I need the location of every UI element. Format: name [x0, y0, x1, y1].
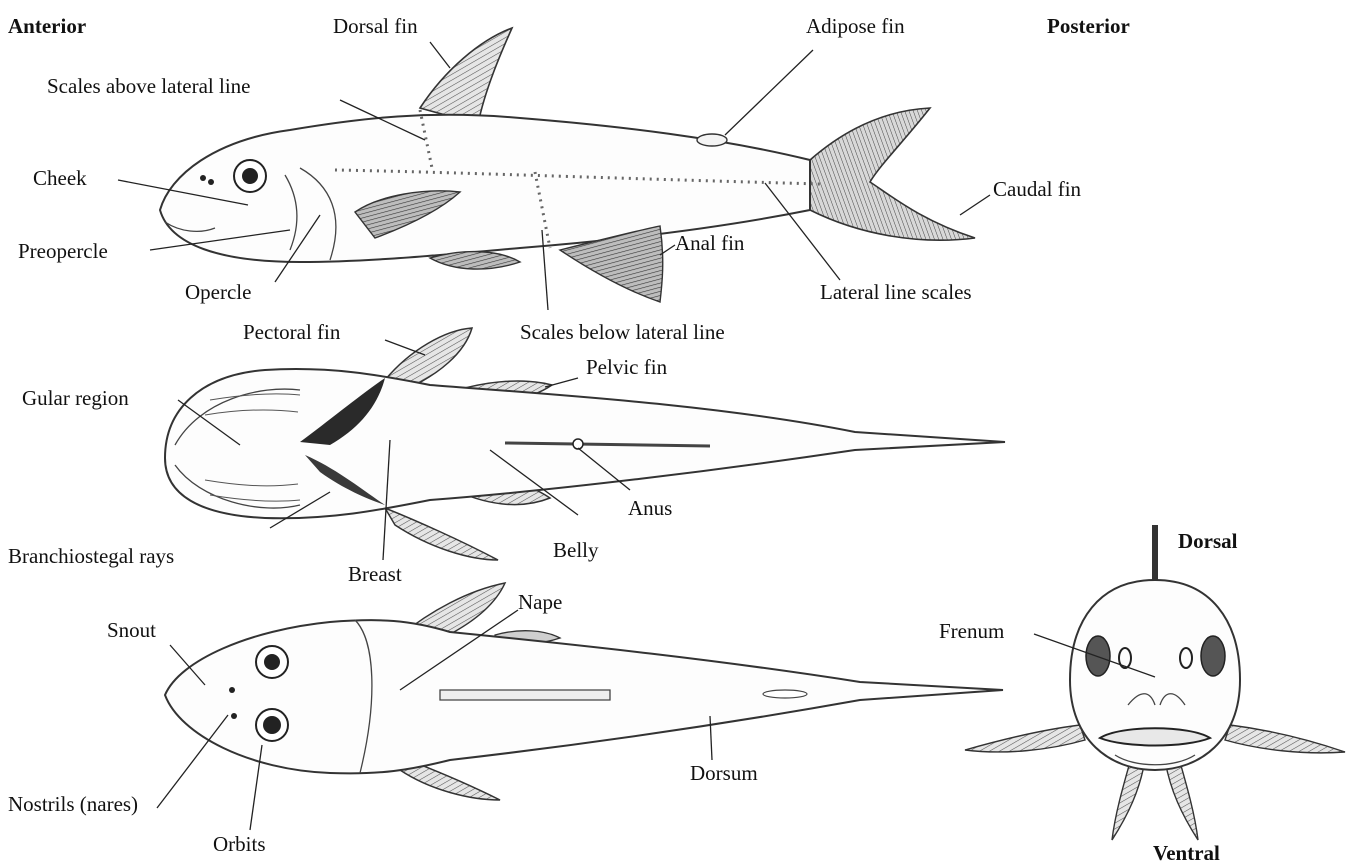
label-pelvic-fin: Pelvic fin: [586, 355, 668, 379]
label-dorsum: Dorsum: [690, 761, 758, 785]
ventral-fish-drawing: [165, 328, 1005, 560]
pelvic-fin-shape: [430, 252, 520, 269]
eye-inner: [242, 168, 258, 184]
label-breast: Breast: [348, 562, 402, 586]
label-pectoral-fin: Pectoral fin: [243, 320, 341, 344]
label-anal-fin: Anal fin: [675, 231, 745, 255]
label-branchiostegal-rays: Branchiostegal rays: [8, 544, 174, 568]
label-scales-above-lateral-line: Scales above lateral line: [47, 74, 251, 98]
frontal-left-fin: [965, 725, 1085, 752]
dorsal-fin-shape: [420, 28, 512, 124]
frontal-right-fin: [1225, 725, 1345, 753]
frontal-fish-drawing: [965, 525, 1345, 840]
label-ventral: Ventral: [1153, 841, 1220, 865]
label-frenum: Frenum: [939, 619, 1004, 643]
label-nostrils: Nostrils (nares): [8, 792, 138, 816]
caudal-fin-shape: [810, 108, 975, 240]
label-opercle: Opercle: [185, 280, 251, 304]
adipose-fin-shape: [697, 134, 727, 146]
label-lateral-line-scales: Lateral line scales: [820, 280, 972, 304]
label-anus: Anus: [628, 496, 672, 520]
label-nape: Nape: [518, 590, 562, 614]
label-scales-below-lateral-line: Scales below lateral line: [520, 320, 725, 344]
label-cheek: Cheek: [33, 166, 87, 190]
label-orbits: Orbits: [213, 832, 266, 856]
label-preopercle: Preopercle: [18, 239, 108, 263]
frontal-left-eye: [1086, 636, 1110, 676]
label-gular-region: Gular region: [22, 386, 129, 410]
label-dorsal-fin: Dorsal fin: [333, 14, 418, 38]
label-posterior: Posterior: [1047, 14, 1130, 38]
label-caudal-fin: Caudal fin: [993, 177, 1082, 201]
label-belly: Belly: [553, 538, 599, 562]
frontal-dorsal-spine: [1152, 525, 1158, 580]
dorsal-fin-base: [440, 690, 610, 700]
dorsal-adipose: [763, 690, 807, 698]
frontal-right-eye: [1201, 636, 1225, 676]
label-adipose-fin: Adipose fin: [806, 14, 905, 38]
dorsal-eye-lower-inner: [263, 716, 281, 734]
lateral-fish-drawing: [160, 28, 975, 302]
dorsal-eye-upper-inner: [264, 654, 280, 670]
anus-dot: [573, 439, 583, 449]
label-dorsal: Dorsal: [1178, 529, 1238, 553]
ventral-pectoral-fin-lower: [385, 508, 498, 560]
label-snout: Snout: [107, 618, 156, 642]
dorsal-fish-drawing: [165, 583, 1003, 800]
label-anterior: Anterior: [8, 14, 86, 38]
